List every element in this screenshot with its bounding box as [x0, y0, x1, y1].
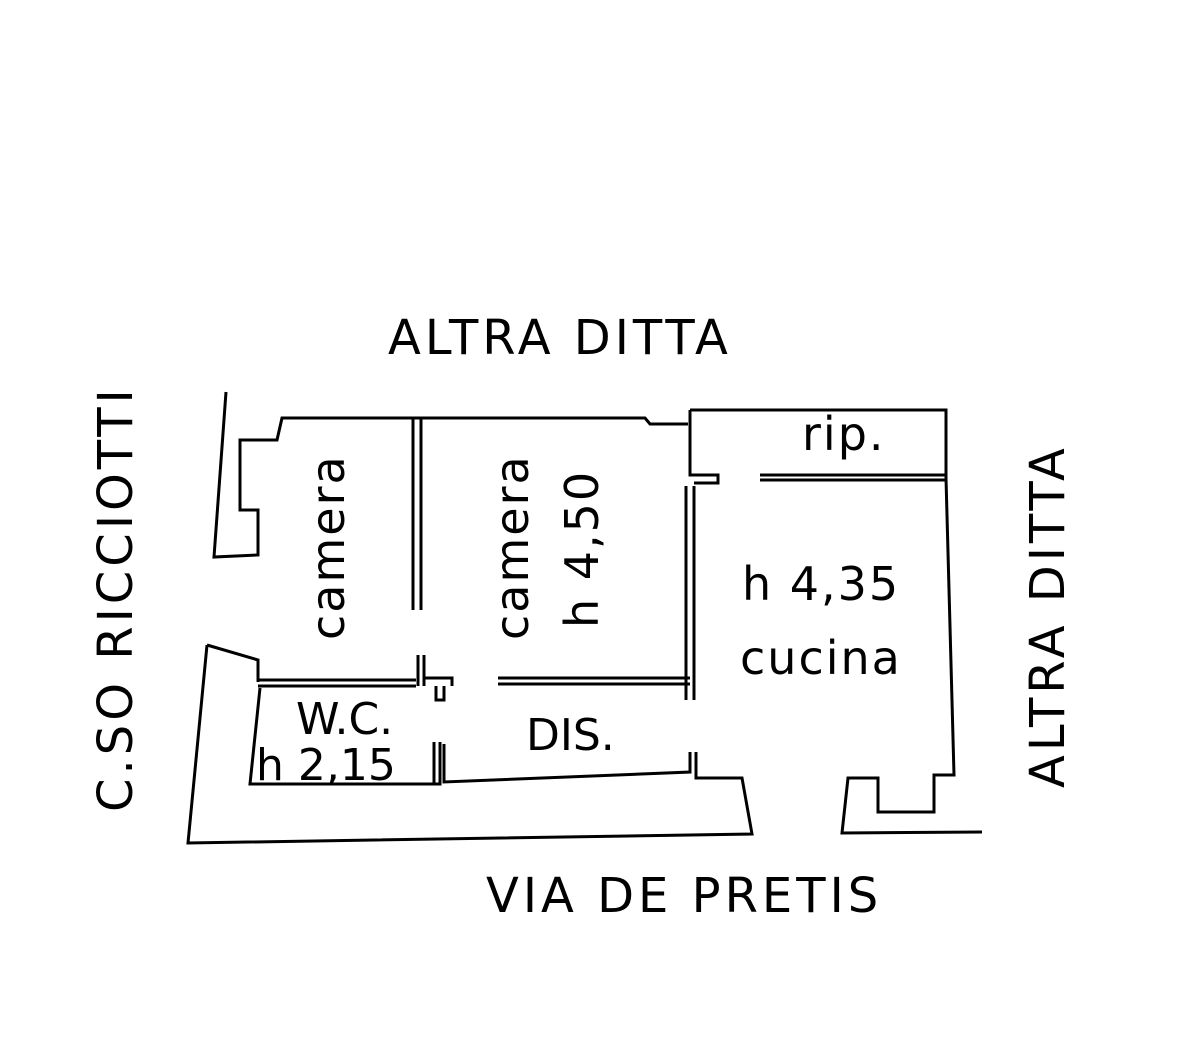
- room-wc-label: W.C.: [296, 694, 393, 745]
- room-camera1-label: camera: [301, 454, 355, 640]
- room-rip-label: rip.: [802, 407, 886, 461]
- wall-left-lower: [206, 643, 260, 682]
- street-left-label: C.SO RICCIOTTI: [88, 385, 144, 812]
- partition-camera2-cucina: [684, 486, 696, 700]
- wall-top-cameras: [412, 416, 688, 426]
- room-dis-label: DIS.: [526, 710, 615, 761]
- partition-camera1-camera2: [411, 418, 423, 610]
- wall-bottom: [186, 644, 754, 845]
- wall-right-cucina: [840, 477, 983, 835]
- wall-left-upper: [212, 391, 412, 559]
- rip-outline: [688, 408, 948, 485]
- street-bottom-label: VIA DE PRETIS: [486, 868, 882, 924]
- street-top-label: ALTRA DITTA: [388, 310, 732, 366]
- dis-bottom: [442, 744, 692, 784]
- room-cucina-label: cucina: [740, 631, 902, 685]
- room-camera2-height: h 4,50: [555, 470, 609, 628]
- room-camera2-label: camera: [485, 454, 539, 640]
- corridor-wall-right: [498, 676, 690, 686]
- street-right-label: ALTRA DITTA: [1020, 444, 1076, 788]
- wc-outline: [248, 687, 442, 786]
- corridor-wall-stub: [416, 655, 454, 702]
- room-wc-height: h 2,15: [256, 740, 396, 791]
- room-cucina-height: h 4,35: [742, 557, 900, 611]
- rip-bottom-wall: [760, 473, 946, 482]
- corridor-wall-left: [258, 678, 416, 688]
